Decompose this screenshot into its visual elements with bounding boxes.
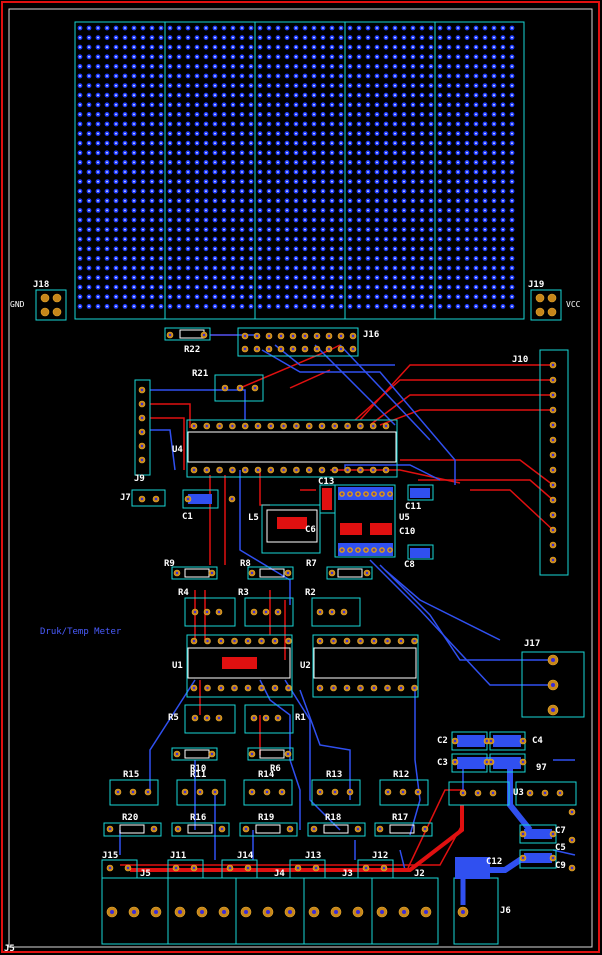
ref-r11: R11 xyxy=(190,770,206,780)
j18-outline xyxy=(35,289,67,321)
ref-r16: R16 xyxy=(190,813,206,823)
smd-parts-top xyxy=(222,488,392,669)
ref-j5: J5 xyxy=(140,869,151,879)
ref-r14: R14 xyxy=(258,770,275,780)
ref-u3: U3 xyxy=(513,788,524,798)
ref-r7: R7 xyxy=(306,559,317,569)
ref-r13: R13 xyxy=(326,770,342,780)
power-trace xyxy=(130,805,464,872)
ref-c13: C13 xyxy=(318,477,334,487)
ref-j3: J3 xyxy=(342,869,353,879)
ref-c1: C1 xyxy=(182,512,193,522)
j19-pads xyxy=(535,293,557,317)
ref-c7: C7 xyxy=(555,826,566,836)
j19-outline xyxy=(530,289,562,321)
vcc-label: VCC xyxy=(566,300,581,309)
ref-j17: J17 xyxy=(524,639,540,649)
ref-j18: J18 xyxy=(33,280,49,290)
ref-r2: R2 xyxy=(305,588,316,598)
ref-u2: U2 xyxy=(300,661,311,671)
ref-c10: C10 xyxy=(399,527,415,537)
j18-pads xyxy=(40,293,62,317)
digit-label: 97 xyxy=(536,763,547,773)
ref-r20: R20 xyxy=(122,813,138,823)
ref-j13: J13 xyxy=(305,851,321,861)
ref-r6: R6 xyxy=(270,764,281,774)
ref-c8: C8 xyxy=(404,560,415,570)
gnd-label: GND xyxy=(10,300,25,309)
ref-r5: R5 xyxy=(168,713,179,723)
ref-u4: U4 xyxy=(172,445,183,455)
board-edge-inner xyxy=(8,8,593,948)
ref-j7: J7 xyxy=(120,493,131,503)
ref-r18: R18 xyxy=(325,813,341,823)
ref-c2: C2 xyxy=(437,736,448,746)
ref-j6: J6 xyxy=(500,906,511,916)
ref-c4: C4 xyxy=(532,736,543,746)
ref-r1: R1 xyxy=(295,713,306,723)
ref-r22: R22 xyxy=(184,345,200,355)
ref-r9: R9 xyxy=(164,559,175,569)
ref-j2: J2 xyxy=(414,869,425,879)
component-pads xyxy=(106,331,576,918)
ref-r3: R3 xyxy=(238,588,249,598)
ref-c9: C9 xyxy=(555,861,566,871)
ref-r10: R10 xyxy=(190,764,206,774)
proto-dot-grid xyxy=(77,25,515,309)
ref-j15: J15 xyxy=(102,851,118,861)
ref-j14: J14 xyxy=(237,851,254,861)
ref-c5: C5 xyxy=(555,843,566,853)
ref-r19: R19 xyxy=(258,813,274,823)
ref-r17: R17 xyxy=(392,813,408,823)
board-title: Druk/Temp Meter xyxy=(40,627,122,637)
ref-j9: J9 xyxy=(134,474,145,484)
ref-u5: U5 xyxy=(399,513,410,523)
ref-r21: R21 xyxy=(192,369,208,379)
ref-j10: J10 xyxy=(512,355,528,365)
ref-u1: U1 xyxy=(172,661,183,671)
ref-c6: C6 xyxy=(305,525,316,535)
corner-label: J5 xyxy=(4,944,15,954)
resistor-bodies xyxy=(119,329,415,834)
ref-j12: J12 xyxy=(372,851,388,861)
ref-j4: J4 xyxy=(274,869,285,879)
ref-j16: J16 xyxy=(363,330,379,340)
ref-r15: R15 xyxy=(123,770,139,780)
ref-c12: C12 xyxy=(486,857,502,867)
ref-r8: R8 xyxy=(240,559,251,569)
ref-j11: J11 xyxy=(170,851,186,861)
ref-j19: J19 xyxy=(528,280,544,290)
proto-area xyxy=(74,21,525,320)
ref-r12: R12 xyxy=(393,770,409,780)
component-outlines xyxy=(101,327,585,945)
ref-r4: R4 xyxy=(178,588,189,598)
ref-l5: L5 xyxy=(248,513,259,523)
smd-parts-bottom xyxy=(188,487,552,879)
ref-c3: C3 xyxy=(437,758,448,768)
ref-c11: C11 xyxy=(405,502,421,512)
